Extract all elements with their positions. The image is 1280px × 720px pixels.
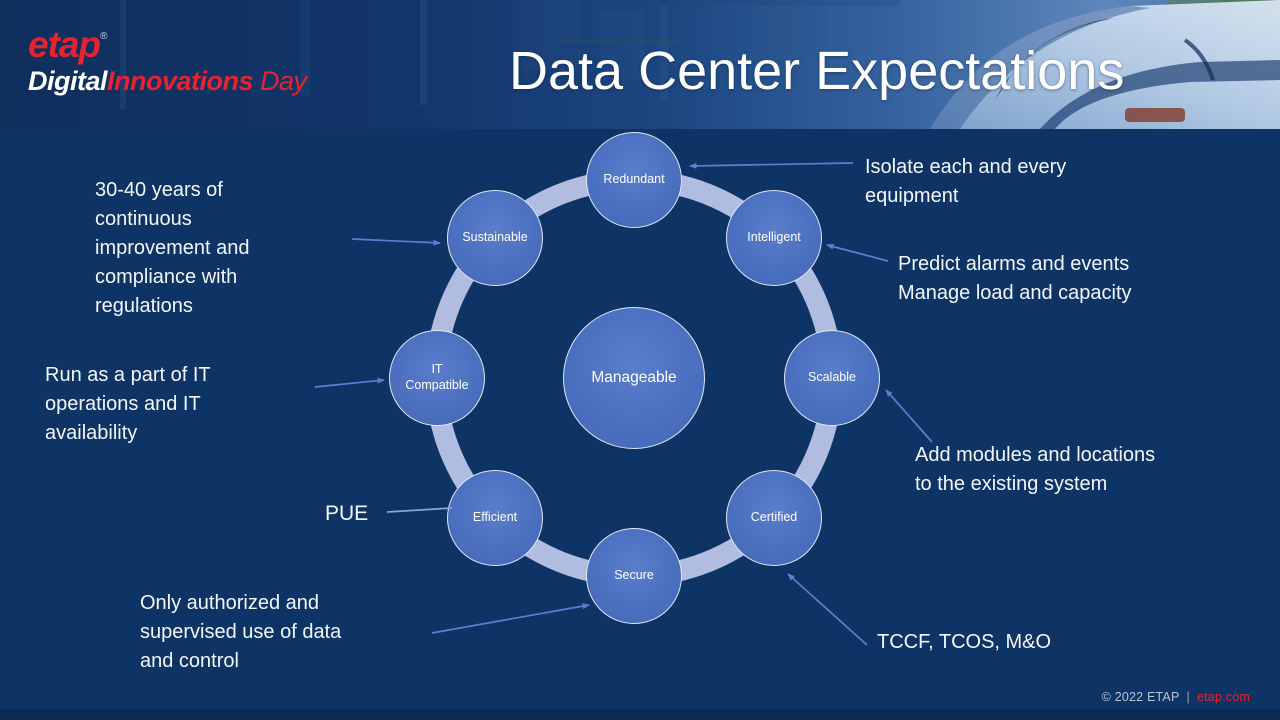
header-banner: etap® DigitalInnovations Day Data Center… [0, 0, 1280, 129]
copyright-text: © 2022 ETAP [1101, 690, 1180, 704]
line-pue-to-efficient [386, 507, 453, 513]
node-efficient: Efficient [447, 470, 543, 566]
arrow-tccf-to-certified [787, 573, 868, 646]
etap-logo-wordmark: etap [28, 24, 101, 65]
arrow-isolate-to-redundant [689, 162, 854, 169]
event-name-innovations: Innovations [107, 66, 254, 96]
node-label: IT Compatible [405, 362, 469, 392]
node-intelligent: Intelligent [726, 190, 822, 286]
footer-separator: | [1186, 690, 1190, 704]
arrow-predict-to-intelligent [826, 243, 889, 262]
annotation-certified: TCCF, TCOS, M&O [877, 631, 1052, 653]
footer-bar [0, 709, 1280, 720]
node-manageable: Manageable [563, 307, 705, 449]
etap-logo: etap® DigitalInnovations Day [28, 26, 307, 95]
event-name-day: Day [253, 66, 307, 96]
node-label: Scalable [808, 370, 856, 385]
header-background-art [120, 0, 1280, 129]
node-label: Intelligent [747, 230, 801, 245]
node-label: Efficient [472, 510, 518, 525]
node-certified: Certified [726, 470, 822, 566]
node-label: Manageable [591, 369, 677, 386]
node-label: Redundant [603, 172, 665, 187]
node-label: Sustainable [462, 230, 528, 245]
arrow-run-as-to-it-compatible [314, 377, 385, 388]
annotation-it-compatible: Run as a part of IT operations and IT av… [45, 364, 211, 444]
annotation-secure: Only authorized and supervised use of da… [140, 592, 342, 672]
page-title: Data Center Expectations [509, 41, 1125, 101]
annotation-intelligent: Predict alarms and events Manage load an… [898, 253, 1132, 304]
arrow-30-40-to-sustainable [351, 238, 441, 246]
annotation-redundant: Isolate each and every equipment [865, 156, 1067, 207]
registered-mark: ® [100, 31, 108, 42]
node-redundant: Redundant [586, 132, 682, 228]
node-sustainable: Sustainable [447, 190, 543, 286]
etap-com-link[interactable]: etap.com [1196, 690, 1250, 704]
arrow-add-modules-to-scalable [885, 389, 933, 443]
train-image [930, 0, 1280, 129]
node-label: Secure [614, 568, 654, 583]
event-name-digital: Digital [28, 66, 108, 96]
arrow-only-authorized-to-secure [431, 603, 590, 634]
server-rack-texture [120, 0, 900, 110]
node-scalable: Scalable [784, 330, 880, 426]
node-it-compatible: IT Compatible [389, 330, 485, 426]
footer: © 2022 ETAP | etap.com [1102, 690, 1250, 704]
node-label: Certified [750, 510, 798, 525]
node-secure: Secure [586, 528, 682, 624]
annotation-sustainable: 30-40 years of continuous improvement an… [95, 179, 250, 317]
event-name: DigitalInnovations Day [28, 68, 307, 95]
annotation-scalable: Add modules and locations to the existin… [915, 444, 1156, 495]
annotation-pue: PUE [325, 502, 369, 525]
